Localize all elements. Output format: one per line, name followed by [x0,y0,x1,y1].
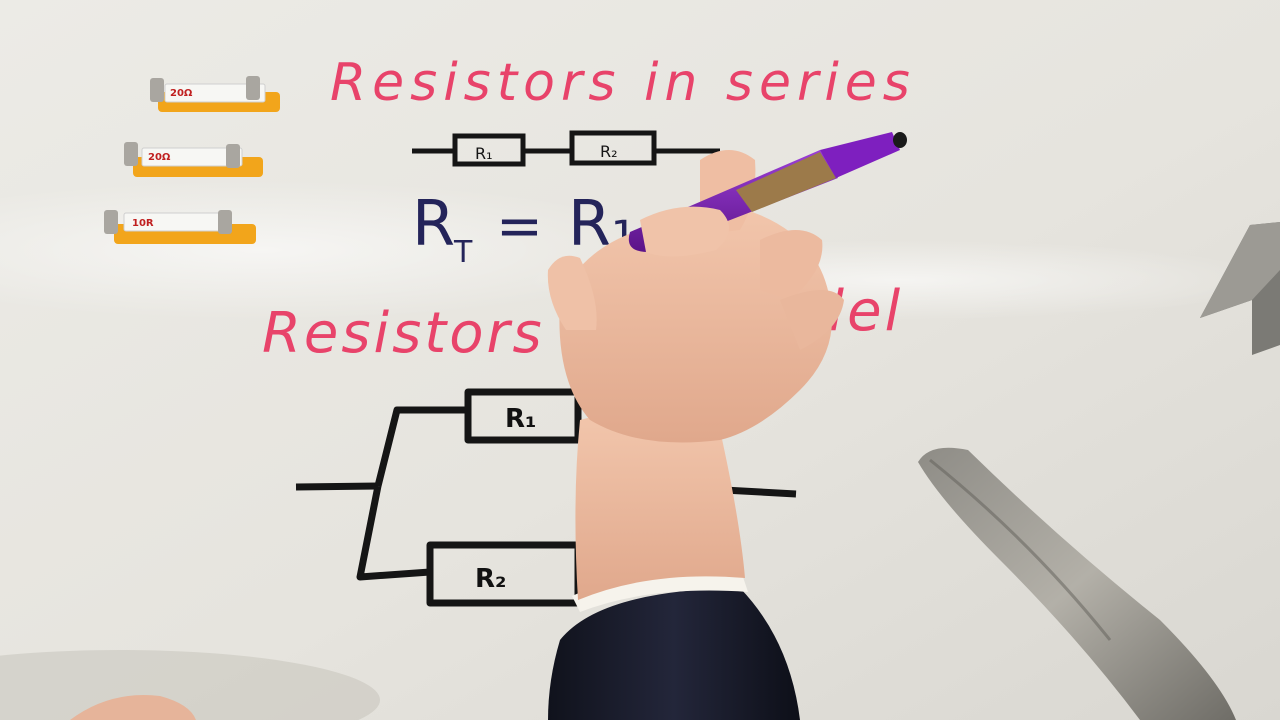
formula: R T = R₁ [412,187,636,270]
component-resistor-3: 10R [104,210,256,244]
suit-sleeve [548,588,800,720]
component-1-label: 20Ω [170,88,193,99]
series-circuit [412,130,720,167]
hand-with-marker [547,132,907,720]
heading-parallel-left: Resistors [262,301,545,366]
formula-equals: = [496,194,543,259]
series-r2-label: R₂ [600,142,618,161]
parallel-r2-label: R₂ [475,564,506,594]
metal-bar [918,447,1236,720]
formula-rt-sub: T [453,235,473,270]
formula-rt: R [412,187,455,260]
parallel-r1-label: R₁ [505,404,536,434]
shadow-bottom-left [0,650,380,720]
heading-series: Resistors in series [330,53,916,113]
component-3-label: 10R [132,218,154,229]
component-2-label: 20Ω [148,152,171,163]
component-resistor-2: 20Ω [124,142,263,177]
component-resistor-1: 20Ω [150,76,280,112]
metal-bracket [1200,222,1280,355]
second-hand-edge [70,695,196,720]
series-r1-label: R₁ [475,144,493,163]
